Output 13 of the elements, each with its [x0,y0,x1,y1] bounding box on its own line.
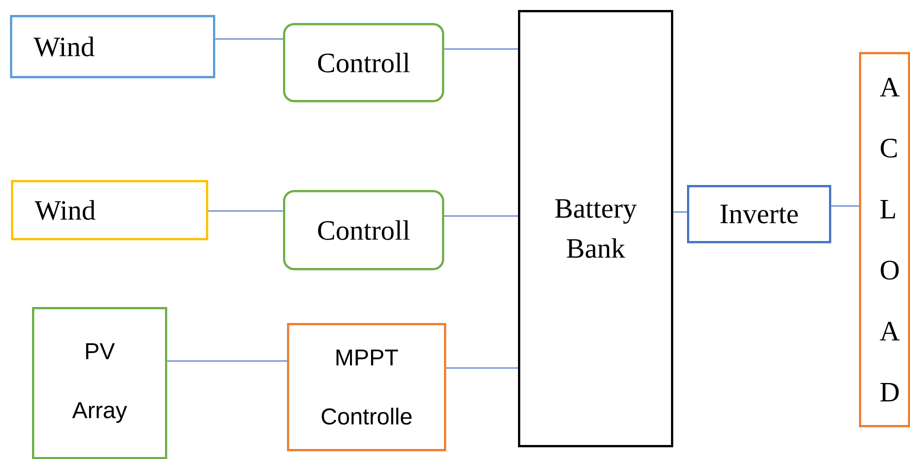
battery-box: Battery Bank [518,10,674,448]
source-box: Wind [11,180,208,240]
controller-box: MPPT Controlle [287,323,446,452]
load-box: A C L O A D [859,52,910,428]
connector-line [166,360,288,362]
controller-box: Controll [283,190,444,270]
source-box: PV Array [32,307,168,459]
connector-line [444,48,518,50]
connector-line [214,38,284,40]
controller-box: Controll [283,23,444,102]
connector-line [208,210,284,212]
inverter-box: Inverte [687,185,832,244]
source-box: Wind [10,15,216,78]
